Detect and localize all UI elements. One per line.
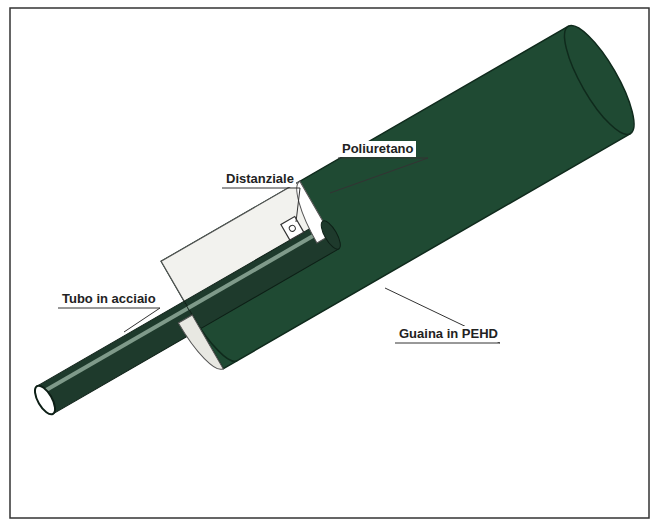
part-label: Poliuretano: [340, 141, 416, 157]
part-label: Distanziale: [224, 171, 296, 187]
part-label: Guaina in PEHD: [397, 326, 500, 342]
leader-lines: [58, 158, 500, 343]
part-label: Tubo in acciaio: [60, 291, 158, 307]
frame: [10, 8, 649, 518]
preinsulated-pipe: [8, 17, 646, 457]
